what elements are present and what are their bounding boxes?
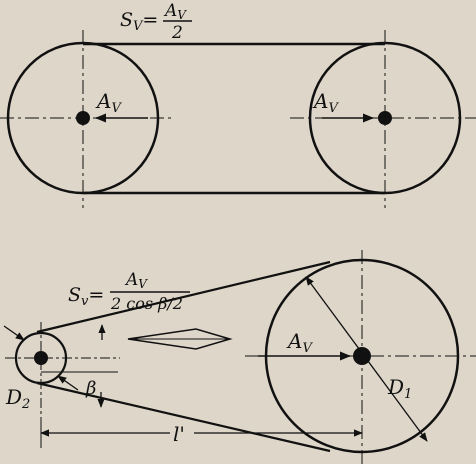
bottom-belt-upper (36, 260, 331, 334)
small-pulley-hub (34, 351, 48, 365)
top-figure: AV AV SV= AV 2 (0, 1, 476, 208)
top-belt-force-denominator: 2 (171, 23, 183, 43)
top-right-force-label: AV (312, 89, 339, 116)
distance-label-gap (170, 424, 194, 442)
top-left-force-label: AV (95, 89, 122, 116)
bottom-belt-force-lhs: Sv= (68, 284, 104, 309)
distance-label: l' (173, 422, 185, 446)
beta-label: β (85, 378, 96, 399)
bottom-belt-lower (36, 381, 331, 453)
d2-label: D2 (5, 385, 30, 412)
d1-dim-line (305, 276, 428, 442)
d2-dim-arrow-1 (3, 325, 25, 341)
large-pulley-force-label: AV (286, 329, 313, 356)
bottom-figure: β l' AV D1 D2 Sv= AV 2 cos β/2 (3, 250, 476, 464)
d2-dim-arrow-2 (57, 375, 79, 391)
bottom-belt-force-denominator: 2 cos β/2 (110, 294, 183, 313)
top-belt-force-lhs: SV= (120, 9, 158, 34)
bottom-belt-force-numerator: AV (124, 270, 148, 291)
d1-label: D1 (387, 375, 412, 402)
top-belt-force-numerator: AV (163, 1, 187, 22)
